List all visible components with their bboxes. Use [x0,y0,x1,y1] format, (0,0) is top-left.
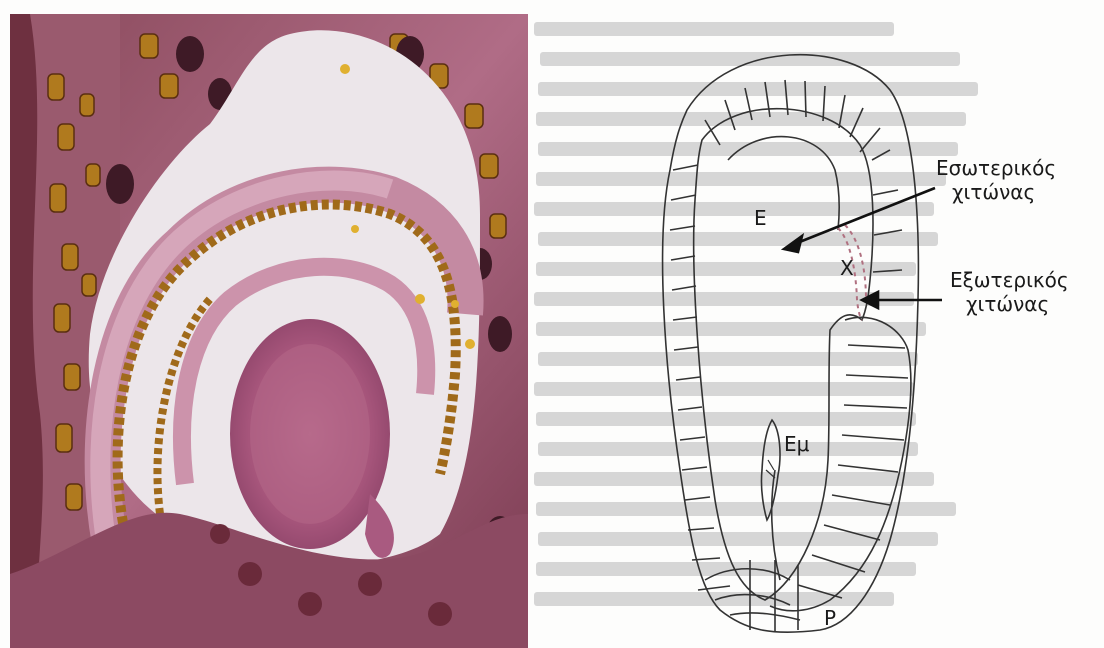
lower-integument [770,317,911,610]
outer-integument-edge [694,109,873,600]
inner-integument-label-line2: χιτώνας [952,180,1035,204]
outer-integument-label-line2: χιτώνας [966,292,1049,316]
ovule-micrograph [10,14,528,648]
label-E: E [754,206,767,230]
label-X: X [840,256,854,280]
ovule-diagram [530,0,1104,648]
label-Em: Εμ [784,432,809,456]
inner-integument-edge [728,137,839,230]
inner-integument-arrow [792,188,935,245]
embryo-sac [761,420,780,520]
outer-integument-label-line1: Εξωτερικός [950,268,1069,292]
label-P: P [824,606,836,630]
inner-integument-label-line1: Εσωτερικός [936,156,1056,180]
